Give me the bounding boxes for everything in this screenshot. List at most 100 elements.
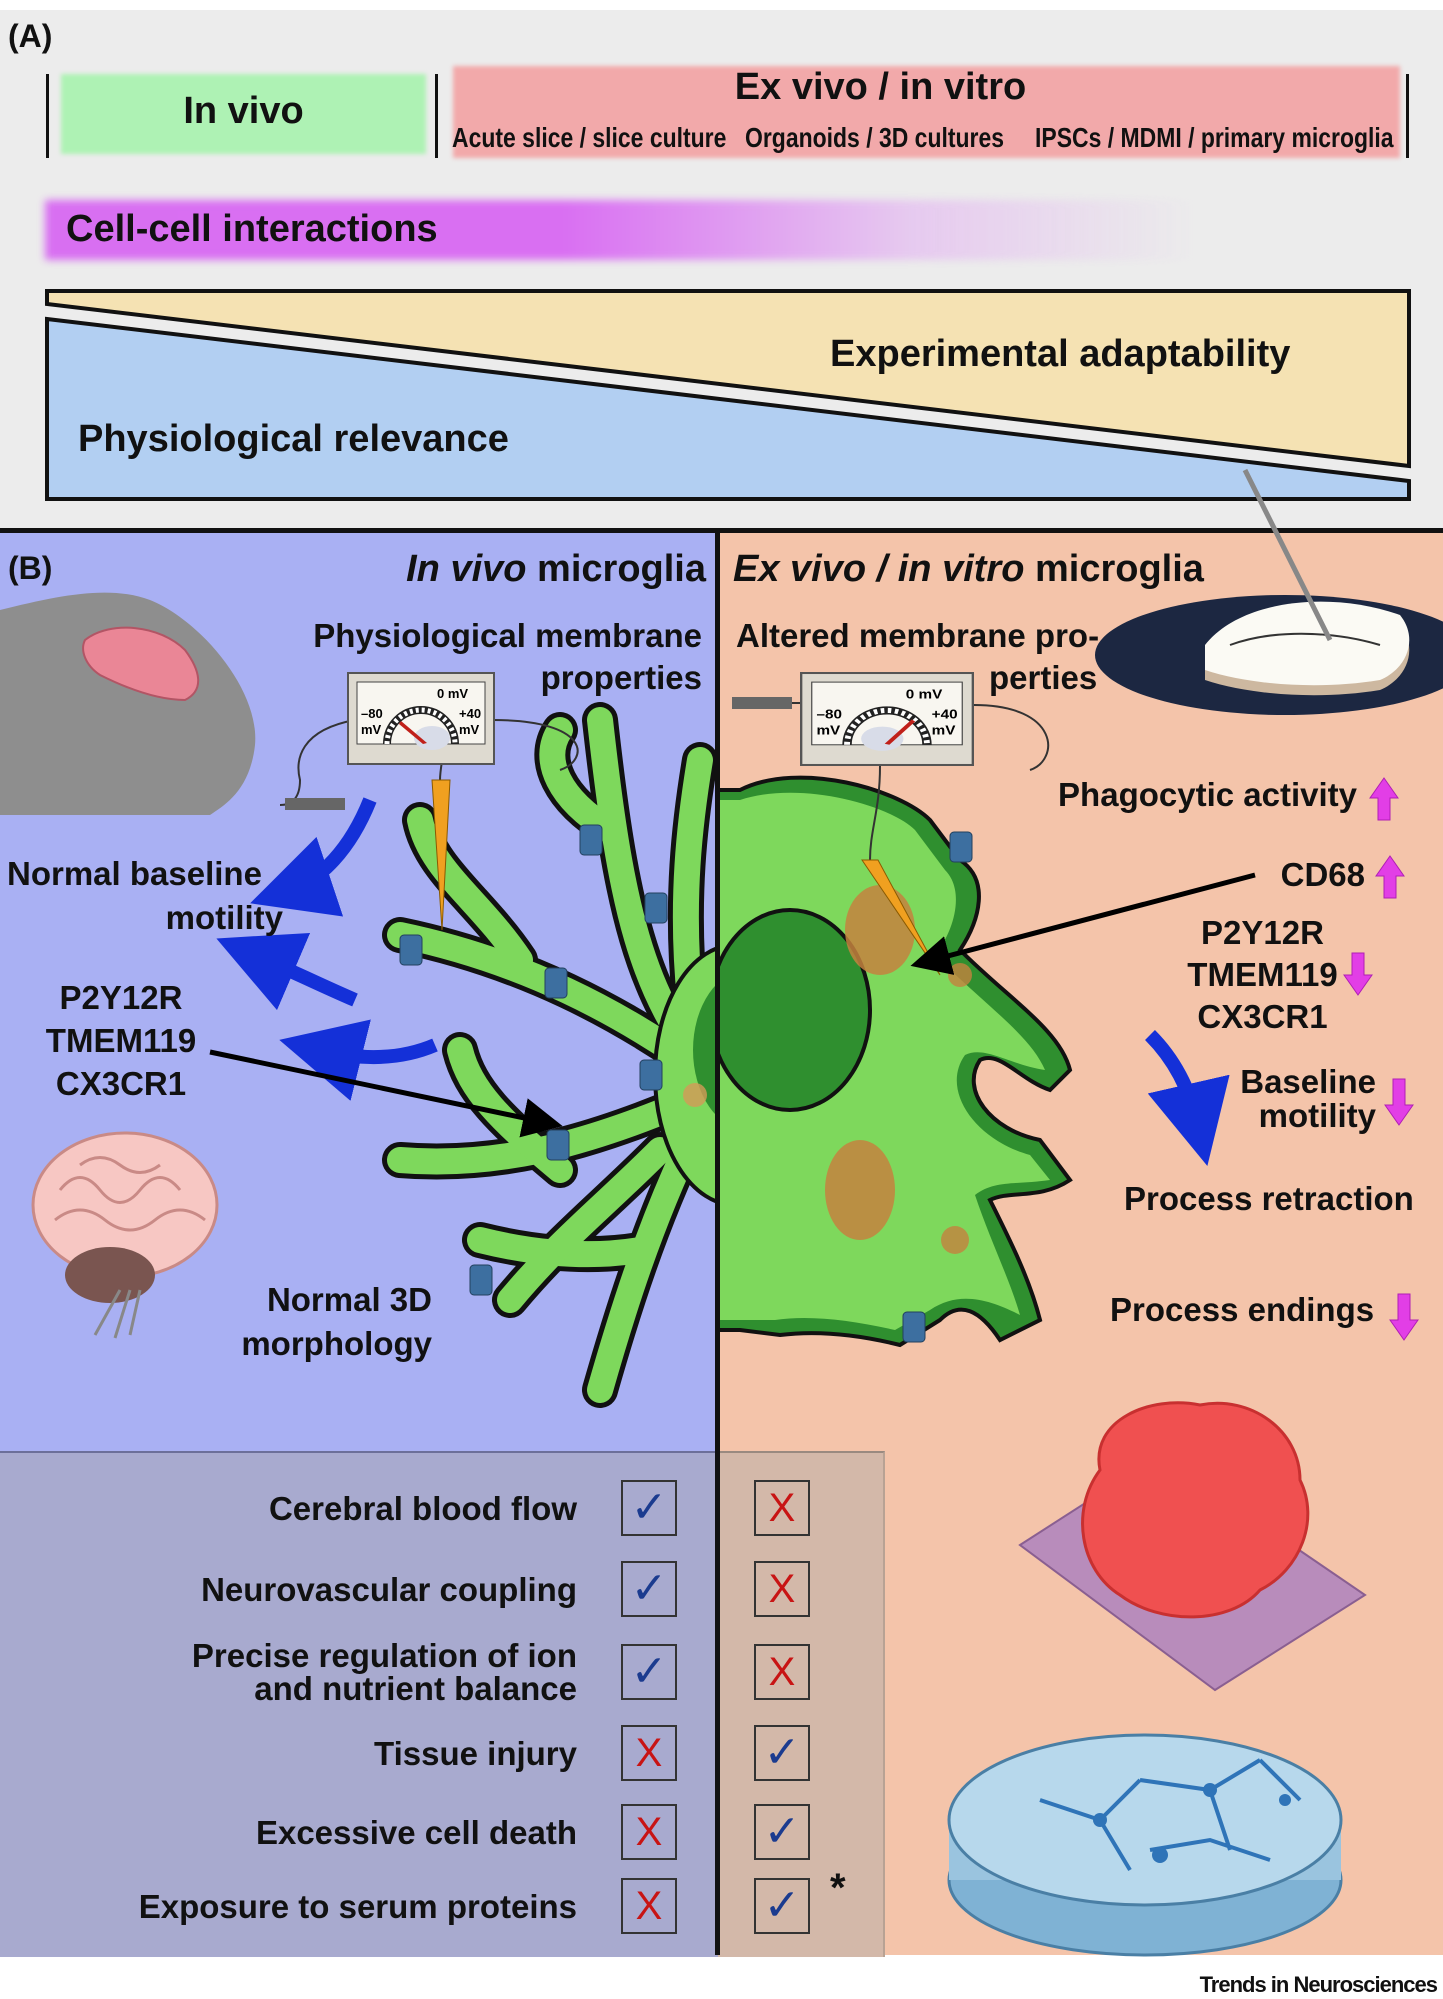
in-vivo-microglia-title: In vivo microglia: [406, 548, 706, 590]
subtype-organoids: Organoids / 3D cultures: [745, 122, 1005, 153]
voltmeter-ex-vivo: 0 mV –80 mV +40 mV: [800, 672, 974, 766]
organoid-icon: [1018, 1401, 1367, 1692]
journal-name: Trends in Neurosciences: [1199, 1972, 1438, 1997]
in-vivo-label: In vivo: [183, 90, 304, 132]
brain-slice-dish-icon: [1095, 468, 1443, 715]
meter-needle: [884, 719, 916, 745]
panel-a-label: (A): [8, 18, 53, 54]
adaptability-wedge: [45, 289, 1411, 469]
meter-min-unit: mV: [816, 724, 840, 739]
patch-needle: [1242, 468, 1333, 642]
title-rest: microglia: [1024, 548, 1204, 590]
row-label-line: Exposure to serum proteins: [138, 1887, 577, 1925]
in-vivo-cross-icon: X: [621, 1878, 677, 1934]
morphology-line2: morphology: [241, 1325, 432, 1362]
meter-max-unit: mV: [459, 722, 480, 737]
receptor-icons: [399, 824, 973, 1343]
subtype-slice: Acute slice / slice culture: [452, 122, 727, 153]
altered-membrane-label-cont: perties: [989, 659, 1098, 696]
title-rest: microglia: [526, 548, 706, 590]
marker-tmem119: TMEM119: [1187, 956, 1338, 993]
petri-dish-icon: [947, 1733, 1343, 1957]
mouse-icon: [0, 592, 256, 815]
arrow-down-icon: [1384, 1078, 1414, 1126]
ex-vivo-microglia-cell: [720, 775, 1073, 1348]
row-label-line: Cerebral blood flow: [268, 1489, 577, 1527]
in-vivo-markers: P2Y12R TMEM119 CX3CR1: [0, 976, 242, 1105]
ex-vivo-markers: P2Y12R TMEM119 CX3CR1: [1150, 912, 1375, 1038]
row-label-line: Tissue injury: [374, 1734, 577, 1772]
meter-needle: [399, 721, 427, 744]
voltmeter-in-vivo: 0 mV –80 mV +40 mV: [347, 672, 495, 765]
subtype-ipscs: IPSCs / MDMI / primary microglia: [1035, 122, 1394, 153]
title-italic: Ex vivo / in vitro: [733, 548, 1025, 590]
in-vivo-cross-icon: X: [621, 1804, 677, 1860]
altered-membrane-label: Altered membrane pro-: [736, 617, 1100, 654]
ex-vivo-cross-icon: X: [754, 1480, 810, 1536]
normal-motility-label-cont: motility: [165, 899, 283, 936]
panel-divider: [0, 528, 1443, 533]
meter-max: +40: [459, 706, 481, 721]
ex-vivo-check-icon: ✓: [754, 1878, 810, 1934]
cell-cell-label: Cell-cell interactions: [66, 208, 438, 250]
meter-max-unit: mV: [932, 724, 956, 739]
tick-bar-left: [46, 74, 49, 158]
process-endings-label: Process endings: [1110, 1291, 1375, 1328]
physiological-membrane-label-cont: properties: [540, 659, 702, 696]
meter-min-unit: mV: [361, 722, 382, 737]
title-italic: In vivo: [406, 548, 527, 590]
in-vivo-table-bg: [0, 1451, 718, 1957]
in-vivo-check-icon: ✓: [621, 1480, 677, 1536]
in-vivo-band: [61, 74, 426, 154]
in-vivo-check-icon: ✓: [621, 1644, 677, 1700]
ex-vivo-band: [453, 66, 1400, 158]
row-label-line: Neurovascular coupling: [201, 1570, 577, 1608]
row-label-line: Excessive cell death: [255, 1813, 577, 1851]
meter-max: +40: [932, 707, 958, 722]
marker-p2y12r: P2Y12R: [1201, 914, 1324, 951]
row-label: Neurovascular coupling: [201, 1573, 577, 1606]
baseline-line2: motility: [1258, 1097, 1376, 1134]
row-label: Tissue injury: [374, 1737, 577, 1770]
ex-vivo-subtype: Organoids / 3D cultures: [745, 122, 1061, 154]
phagocytic-activity-label: Phagocytic activity: [1058, 776, 1357, 813]
footnote-asterisk: *: [830, 1866, 846, 1910]
marker-cx3cr1: CX3CR1: [1197, 998, 1328, 1035]
meter-zero: 0 mV: [437, 686, 468, 701]
meter-min: –80: [816, 707, 842, 722]
ex-vivo-cross-icon: X: [754, 1561, 810, 1617]
ex-vivo-cross-icon: X: [754, 1644, 810, 1700]
arrow-down-icon: [1343, 952, 1373, 996]
row-label: Excessive cell death: [256, 1816, 577, 1849]
marker-pointer-arrows: [209, 872, 1256, 1138]
marker-cx3cr1: CX3CR1: [55, 1065, 187, 1102]
in-vivo-cross-icon: X: [621, 1725, 677, 1781]
physiological-relevance-label: Physiological relevance: [78, 418, 509, 460]
ex-vivo-subtype: IPSCs / MDMI / primary microglia: [1035, 122, 1443, 154]
arrow-up-icon: [1375, 855, 1405, 899]
ex-vivo-check-icon: ✓: [754, 1725, 810, 1781]
morphology-line1: Normal 3D: [266, 1281, 432, 1318]
motility-arrows: [216, 797, 1230, 1166]
tradeoff-triangles: [45, 289, 1411, 501]
ex-vivo-check-icon: ✓: [754, 1804, 810, 1860]
meter-zero: 0 mV: [906, 687, 943, 702]
normal-morphology-label: Normal 3D morphology: [241, 1278, 432, 1366]
right-electrode-plug: [732, 697, 792, 709]
tick-bar-middle: [435, 74, 438, 158]
cell-cell-gradient: [45, 200, 1195, 260]
vertical-divider: [715, 533, 720, 1955]
physiological-membrane-label: Physiological membrane: [313, 617, 702, 654]
panel-b-label: (B): [8, 550, 53, 586]
experimental-adaptability-label: Experimental adaptability: [830, 333, 1291, 375]
arrow-down-icon: [1389, 1293, 1419, 1341]
in-vivo-check-icon: ✓: [621, 1561, 677, 1617]
row-label: Exposure to serum proteins: [139, 1890, 577, 1923]
marker-p2y12r: P2Y12R: [59, 979, 183, 1016]
baseline-motility-label: Baseline motility: [1240, 1065, 1376, 1133]
ex-vivo-subtype: Acute slice / slice culture: [452, 122, 787, 154]
